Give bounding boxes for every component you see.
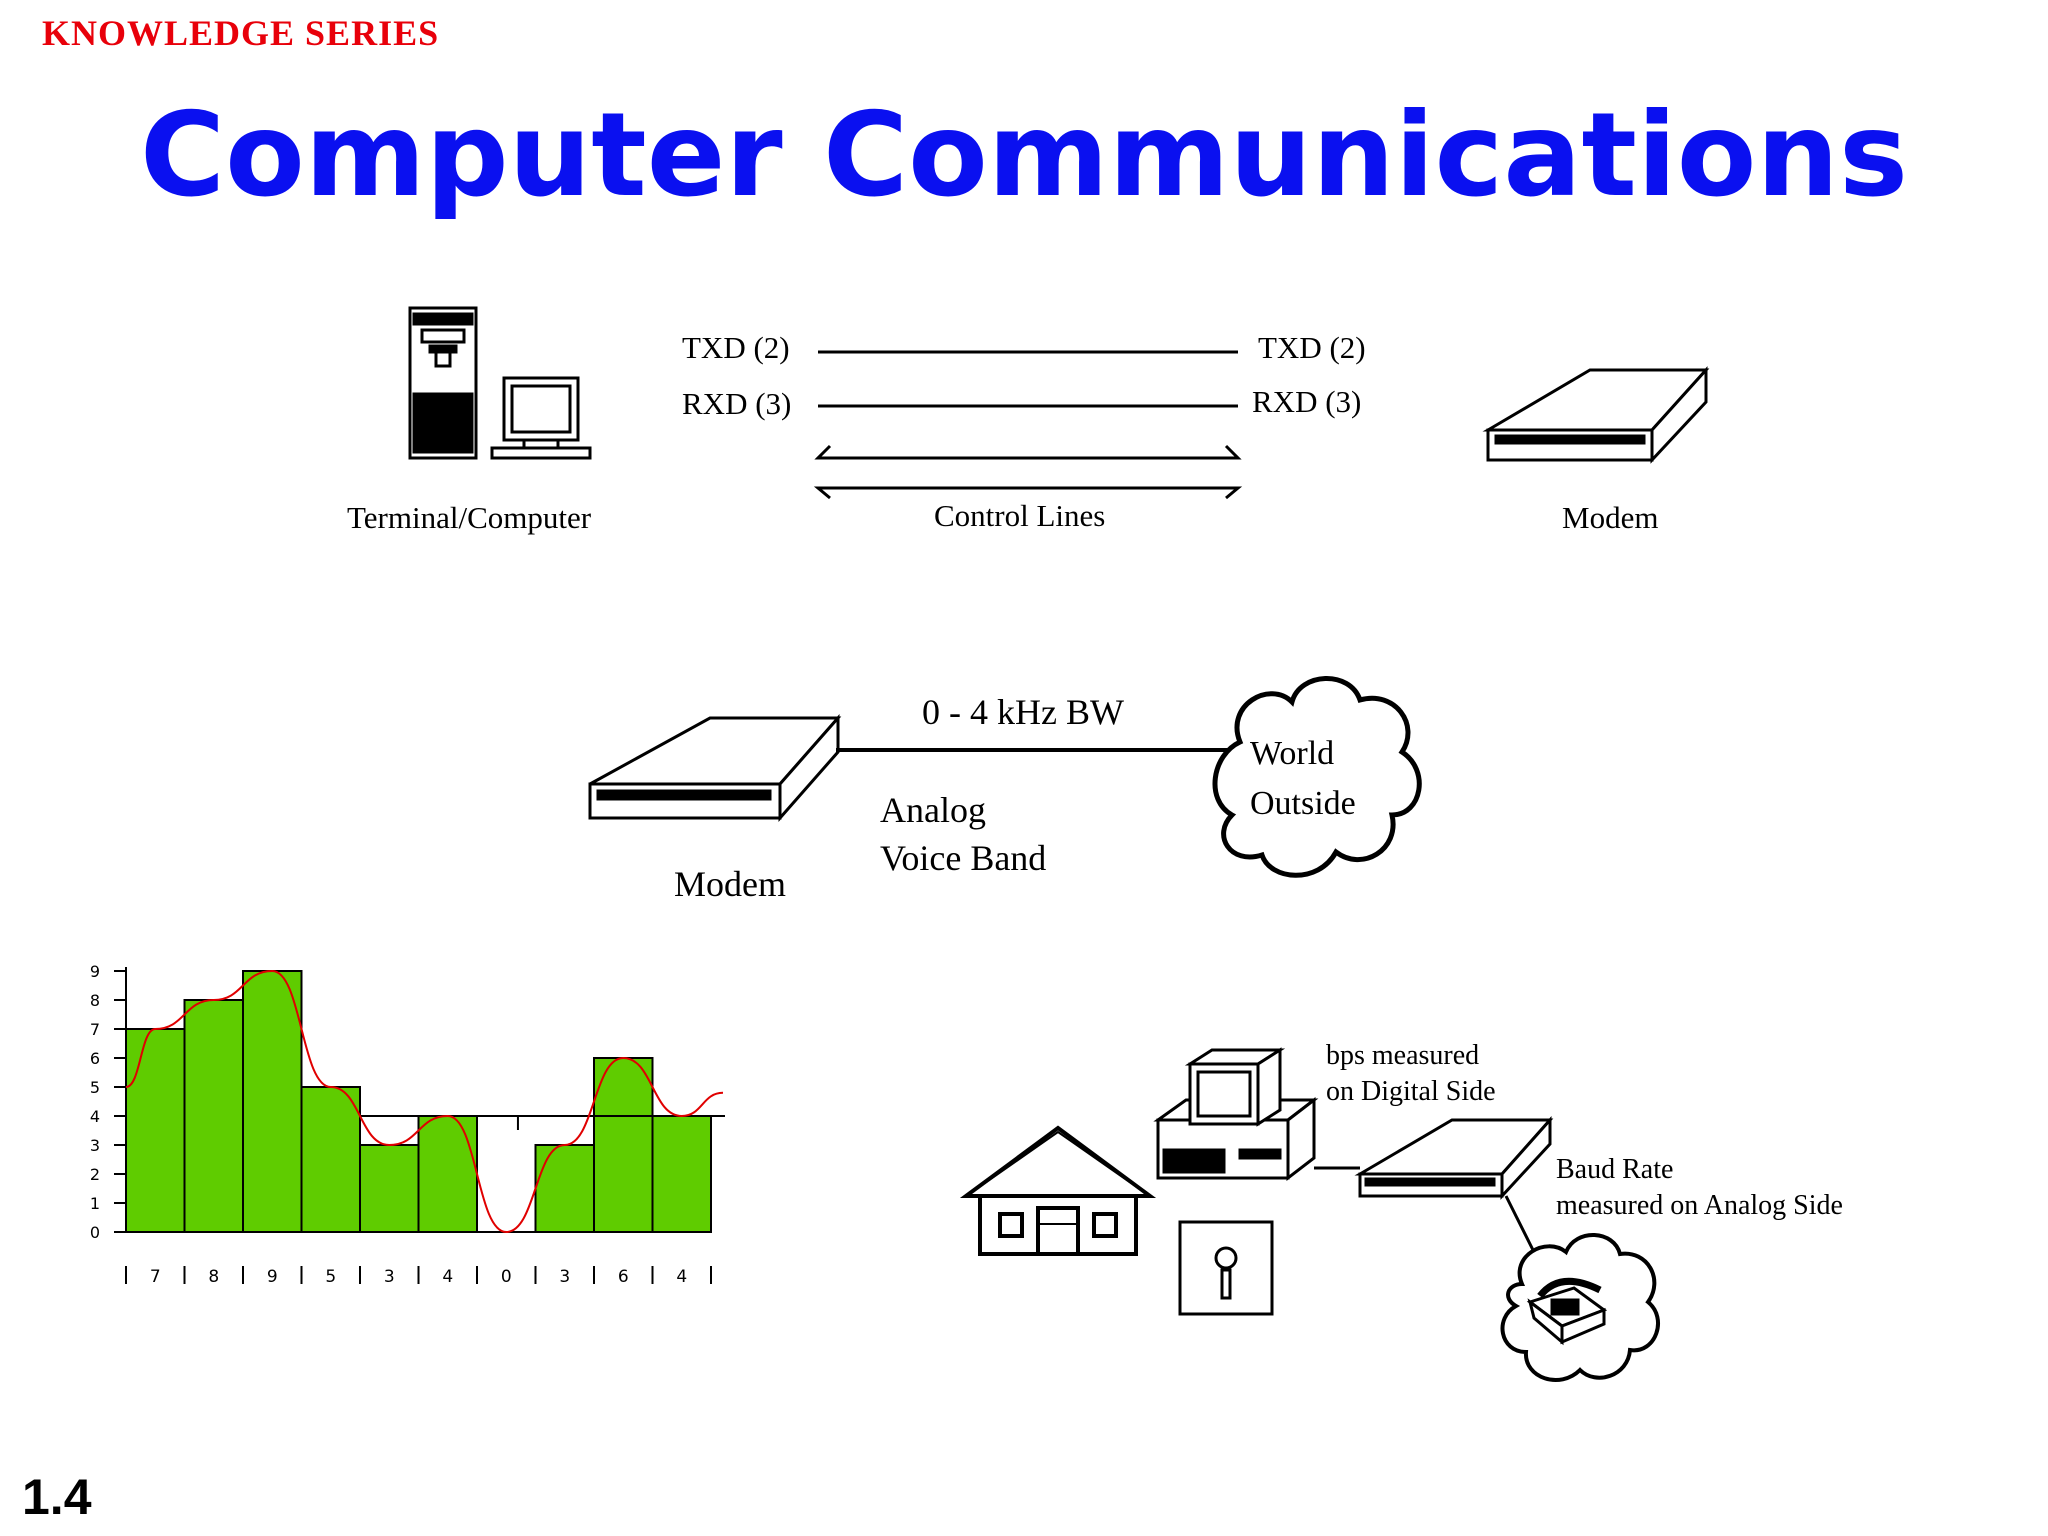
x-tick-label: 7 [150,1267,161,1287]
y-tick-label: 4 [90,1107,100,1126]
bps-label-line2: on Digital Side [1326,1076,1496,1107]
y-tick-label: 3 [90,1136,100,1155]
control-lines-label: Control Lines [934,498,1105,533]
bar [125,1028,186,1233]
bar [242,970,303,1233]
txd-left-label: TXD (2) [682,330,790,365]
control-lines-bracket [813,444,1243,500]
bar [534,1144,595,1233]
y-tick-label: 1 [90,1194,100,1213]
x-tick-label: 8 [208,1267,219,1287]
monitor-icon [490,376,592,460]
bandwidth-label: 0 - 4 kHz BW [922,692,1124,732]
x-tick-label: 4 [442,1267,453,1287]
analog-curve [125,969,724,1234]
bar [359,1144,420,1233]
tower-computer-icon [408,306,478,460]
terminal-label: Terminal/Computer [347,500,592,535]
desktop-computer-icon [1153,1047,1319,1182]
y-tick-label: 7 [90,1020,100,1039]
bar-chart: 9 8 7 6 5 4 3 2 1 0 7 8 9 5 3 4 0 3 6 4 [90,962,725,1287]
bar [183,999,244,1233]
x-tick-label: 6 [618,1267,629,1287]
bar [593,1057,654,1233]
bar [651,1115,712,1233]
modem-icon [1482,366,1710,464]
cloud-icon [1212,676,1422,878]
cloud-label-line1: World [1250,735,1334,772]
rxd-right-label: RXD (3) [1252,384,1361,419]
analog-label-line2: Voice Band [880,838,1046,878]
bps-label-line1: bps measured [1326,1040,1479,1071]
cloud-label-line2: Outside [1250,785,1356,822]
y-tick-label: 0 [90,1223,100,1242]
x-tick-label: 9 [267,1267,278,1287]
y-tick-label: 2 [90,1165,100,1184]
y-tick-label: 9 [90,962,100,981]
modem-icon [588,714,842,822]
page-title: Computer Communications [139,88,1909,223]
modem-icon [1354,1116,1554,1200]
bar [417,1115,478,1233]
x-tick-label: 3 [384,1267,395,1287]
y-tick-label: 8 [90,991,100,1010]
x-tick-label: 4 [676,1267,687,1287]
rxd-left-label: RXD (3) [682,386,791,421]
house-icon [959,1125,1157,1256]
modem-top-label: Modem [1562,500,1658,535]
baud-label-line1: Baud Rate [1556,1154,1673,1185]
x-tick-label: 0 [501,1267,512,1287]
x-tick-label: 3 [559,1267,570,1287]
floppy-disk-icon [1178,1220,1274,1316]
analog-label-line1: Analog [880,790,986,830]
baud-label-line2: measured on Analog Side [1556,1190,1843,1221]
bar [300,1086,361,1233]
x-tick-label: 5 [325,1267,336,1287]
y-tick-label: 5 [90,1078,100,1097]
txd-right-label: TXD (2) [1258,330,1366,365]
page-number: 1.4 [22,1469,92,1525]
modem-middle-label: Modem [674,864,786,904]
y-tick-label: 6 [90,1049,100,1068]
telephone-icon [1526,1277,1608,1346]
series-label: KNOWLEDGE SERIES [42,13,440,53]
